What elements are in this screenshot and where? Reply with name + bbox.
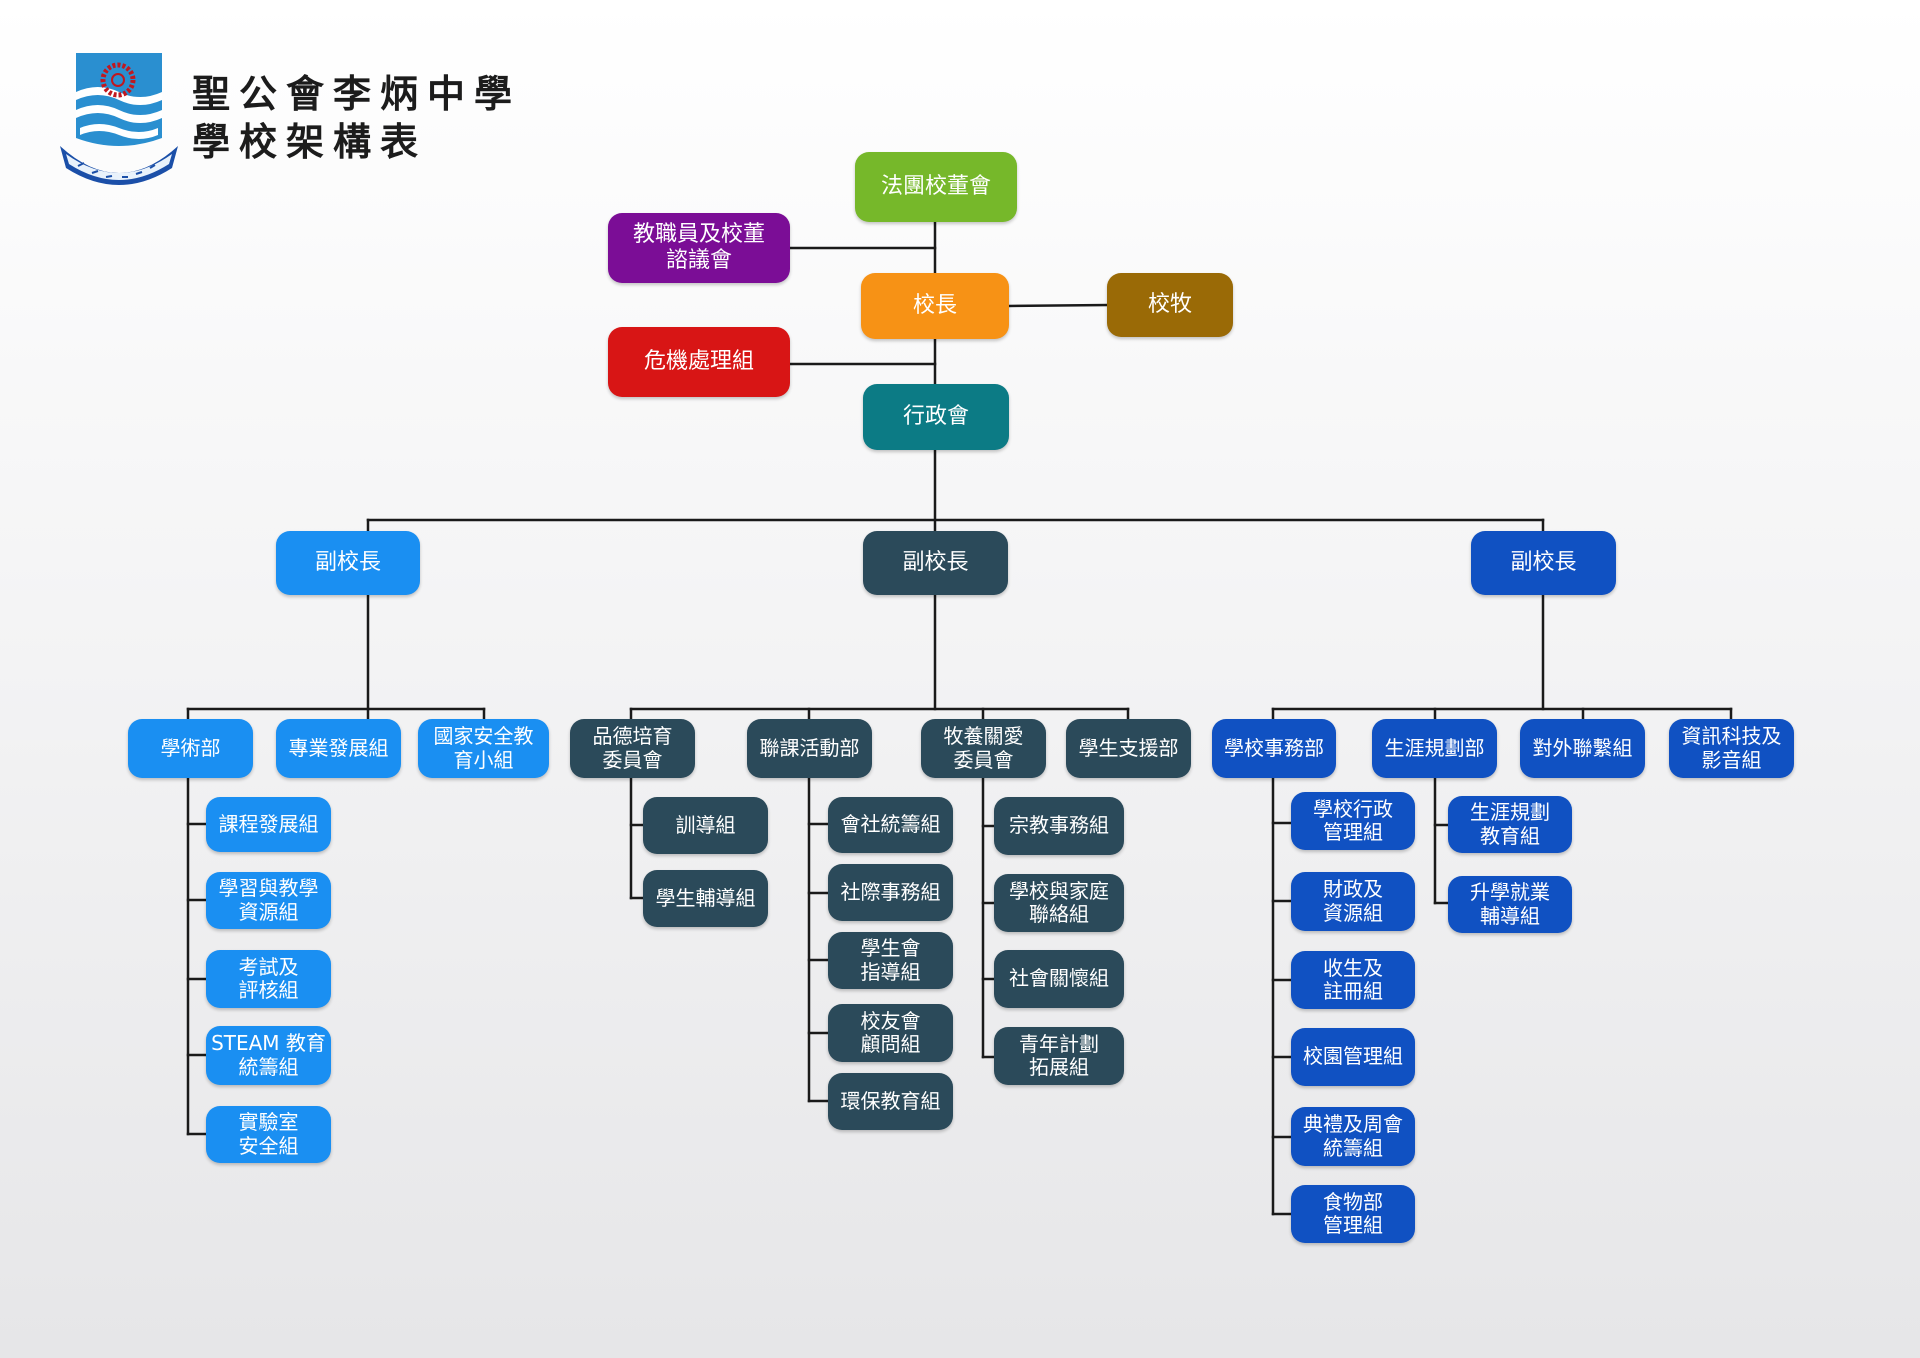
node-career-education: 生涯規劃 教育組 bbox=[1448, 796, 1572, 853]
node-clubs: 會社統籌組 bbox=[828, 797, 953, 853]
node-counselling: 學生輔導組 bbox=[643, 870, 768, 927]
node-vice-principal-1: 副校長 bbox=[276, 531, 420, 595]
node-lab-safety: 實驗室 安全組 bbox=[206, 1106, 331, 1163]
node-youth-program: 青年計劃 拓展組 bbox=[994, 1027, 1124, 1085]
node-professional-development: 專業發展組 bbox=[276, 719, 401, 778]
node-social-care: 社會關懷組 bbox=[994, 950, 1124, 1008]
node-school-admin: 學校行政 管理組 bbox=[1291, 792, 1415, 850]
node-student-support: 學生支援部 bbox=[1066, 719, 1191, 778]
node-it-audiovisual: 資訊科技及 影音組 bbox=[1669, 719, 1794, 778]
node-crisis: 危機處理組 bbox=[608, 327, 790, 397]
node-board: 法團校董會 bbox=[855, 152, 1017, 222]
node-religious-affairs: 宗教事務組 bbox=[994, 797, 1124, 855]
node-curriculum: 課程發展組 bbox=[206, 797, 331, 852]
node-learning-resources: 學習與教學 資源組 bbox=[206, 872, 331, 929]
node-student-union: 學生會 指導組 bbox=[828, 932, 953, 989]
node-national-security: 國家安全教 育小組 bbox=[418, 719, 549, 778]
node-principal: 校長 bbox=[861, 273, 1009, 339]
node-discipline: 訓導組 bbox=[643, 797, 768, 854]
node-academic: 學術部 bbox=[128, 719, 253, 778]
node-admin: 行政會 bbox=[863, 384, 1009, 450]
school-crest-logo bbox=[60, 53, 178, 185]
node-eco-education: 環保教育組 bbox=[828, 1073, 953, 1130]
node-campus-management: 校園管理組 bbox=[1291, 1028, 1415, 1086]
node-house-affairs: 社際事務組 bbox=[828, 864, 953, 921]
page-title: 聖公會李炳中學 學校架構表 bbox=[192, 72, 522, 164]
node-vice-principal-3: 副校長 bbox=[1471, 531, 1616, 595]
node-advisory: 教職員及校董 諮議會 bbox=[608, 213, 790, 283]
node-moral-education: 品德培育 委員會 bbox=[570, 719, 695, 778]
node-finance: 財政及 資源組 bbox=[1291, 872, 1415, 931]
node-school-affairs: 學校事務部 bbox=[1212, 719, 1336, 778]
node-admission: 收生及 註冊組 bbox=[1291, 951, 1415, 1009]
node-external-relations: 對外聯繫組 bbox=[1520, 719, 1645, 778]
node-ceremony: 典禮及周會 統籌組 bbox=[1291, 1107, 1415, 1166]
node-home-school: 學校與家庭 聯絡組 bbox=[994, 874, 1124, 932]
node-steam: STEAM 教育 統籌組 bbox=[206, 1026, 331, 1085]
node-alumni: 校友會 顧問組 bbox=[828, 1004, 953, 1062]
node-canteen: 食物部 管理組 bbox=[1291, 1185, 1415, 1243]
node-chaplain: 校牧 bbox=[1107, 273, 1233, 337]
node-exam: 考試及 評核組 bbox=[206, 950, 331, 1008]
node-career-planning: 生涯規劃部 bbox=[1372, 719, 1497, 778]
node-pastoral-care: 牧養關愛 委員會 bbox=[921, 719, 1046, 778]
node-further-study: 升學就業 輔導組 bbox=[1448, 876, 1572, 933]
node-vice-principal-2: 副校長 bbox=[863, 531, 1008, 595]
node-extracurricular: 聯課活動部 bbox=[747, 719, 872, 778]
